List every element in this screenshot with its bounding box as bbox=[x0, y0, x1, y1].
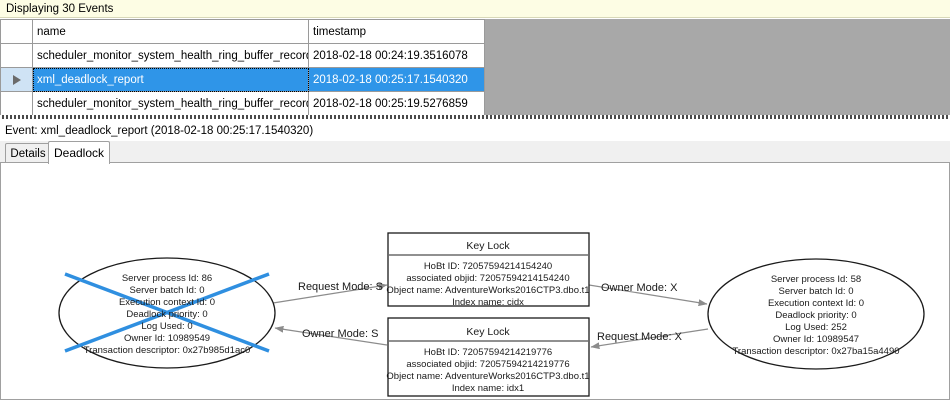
tab-deadlock-label: Deadlock bbox=[53, 146, 105, 160]
keylock-bottom-box[interactable] bbox=[387, 317, 590, 397]
edge-owner-x-label: Owner Mode: X bbox=[601, 282, 678, 294]
cell-name[interactable]: scheduler_monitor_system_health_ring_buf… bbox=[32, 91, 309, 116]
process-left-line-5: Log Used: 0 bbox=[141, 321, 192, 332]
table-row-selected[interactable]: xml_deadlock_report 2018-02-18 00:25:17.… bbox=[0, 67, 485, 92]
column-header-timestamp[interactable]: timestamp bbox=[308, 19, 485, 44]
table-row[interactable]: scheduler_monitor_system_health_ring_buf… bbox=[0, 91, 485, 116]
process-right-line-6: Owner Id: 10989547 bbox=[773, 334, 859, 345]
deadlock-victim-x-icon bbox=[64, 272, 270, 353]
edge-owner-s: Owner Mode: S bbox=[274, 325, 388, 346]
cell-name[interactable]: xml_deadlock_report bbox=[32, 67, 309, 92]
edge-request-x-label: Request Mode: X bbox=[597, 331, 683, 343]
table-row[interactable]: scheduler_monitor_system_health_ring_buf… bbox=[0, 43, 485, 68]
tab-details-label: Details bbox=[10, 147, 46, 160]
process-node-left[interactable]: Server process Id: 86 Server batch Id: 0… bbox=[58, 257, 276, 369]
process-right-line-1: Server process Id: 58 bbox=[771, 274, 861, 285]
event-detail-title: Event: xml_deadlock_report (2018-02-18 0… bbox=[5, 125, 314, 137]
keylock-bottom-line-4: Index name: idx1 bbox=[452, 383, 524, 394]
keylock-top-line-4: Index name: cidx bbox=[452, 297, 524, 308]
events-count-banner: Displaying 30 Events bbox=[0, 0, 950, 18]
process-right-line-5: Log Used: 252 bbox=[785, 322, 847, 333]
keylock-top-line-3: Object name: AdventureWorks2016CTP3.dbo.… bbox=[386, 285, 589, 296]
process-right-line-2: Server batch Id: 0 bbox=[779, 286, 854, 297]
process-right-line-3: Execution context Id: 0 bbox=[768, 298, 864, 309]
event-detail-header: Event: xml_deadlock_report (2018-02-18 0… bbox=[0, 121, 950, 141]
cell-name[interactable]: scheduler_monitor_system_health_ring_buf… bbox=[32, 43, 309, 68]
edge-owner-x: Owner Mode: X bbox=[588, 282, 708, 307]
keylock-bottom-line-2: associated objid: 72057594214219776 bbox=[406, 359, 569, 370]
tab-deadlock[interactable]: Deadlock bbox=[48, 141, 110, 164]
row-selector[interactable] bbox=[0, 43, 33, 68]
process-left-line-1: Server process Id: 86 bbox=[122, 273, 212, 284]
edge-request-s-label: Request Mode: S bbox=[298, 281, 383, 293]
detail-tabstrip: Details Deadlock bbox=[0, 141, 950, 164]
column-header-name[interactable]: name bbox=[32, 19, 309, 44]
keylock-top-box[interactable] bbox=[387, 232, 590, 307]
keylock-top-line-1: HoBt ID: 72057594214154240 bbox=[424, 261, 552, 272]
keylock-bottom-line-3: Object name: AdventureWorks2016CTP3.dbo.… bbox=[386, 371, 589, 382]
resource-node-keylock-bottom[interactable]: Key Lock HoBt ID: 72057594214219776 asso… bbox=[386, 317, 590, 397]
edge-request-s: Request Mode: S bbox=[272, 281, 388, 304]
keylock-top-title: Key Lock bbox=[466, 240, 510, 252]
keylock-bottom-line-1: HoBt ID: 72057594214219776 bbox=[424, 347, 552, 358]
keylock-bottom-title: Key Lock bbox=[466, 326, 510, 338]
row-selector[interactable] bbox=[0, 91, 33, 116]
process-left-line-7: Transaction descriptor: 0x27b985d1ac0 bbox=[84, 345, 251, 356]
process-node-right[interactable]: Server process Id: 58 Server batch Id: 0… bbox=[707, 258, 925, 370]
tab-details[interactable]: Details bbox=[5, 143, 51, 163]
events-count-label: Displaying 30 Events bbox=[6, 2, 114, 15]
tabstrip-baseline bbox=[0, 162, 950, 163]
deadlock-graph-canvas[interactable]: Request Mode: S Owner Mode: X Owner Mode… bbox=[0, 163, 950, 400]
edge-request-x: Request Mode: X bbox=[590, 328, 709, 350]
process-left-line-3: Execution context Id: 0 bbox=[119, 297, 215, 308]
process-left-line-4: Deadlock priority: 0 bbox=[126, 309, 207, 320]
column-header-selector[interactable] bbox=[0, 19, 33, 44]
resource-node-keylock-top[interactable]: Key Lock HoBt ID: 72057594214154240 asso… bbox=[386, 232, 590, 308]
process-left-line-2: Server batch Id: 0 bbox=[130, 285, 205, 296]
keylock-top-line-2: associated objid: 72057594214154240 bbox=[406, 273, 569, 284]
process-left-line-6: Owner Id: 10989549 bbox=[124, 333, 210, 344]
events-grid[interactable]: name timestamp scheduler_monitor_system_… bbox=[0, 19, 485, 116]
cell-timestamp[interactable]: 2018-02-18 00:25:17.1540320 bbox=[308, 67, 485, 92]
splitter-handle[interactable] bbox=[0, 115, 950, 119]
current-row-arrow-icon bbox=[12, 74, 21, 85]
row-selector[interactable] bbox=[0, 67, 33, 92]
events-grid-area: name timestamp scheduler_monitor_system_… bbox=[0, 19, 950, 119]
process-right-line-4: Deadlock priority: 0 bbox=[775, 310, 856, 321]
edge-owner-s-label: Owner Mode: S bbox=[302, 328, 378, 340]
process-ellipse-right[interactable] bbox=[707, 258, 925, 370]
table-header-row: name timestamp bbox=[0, 19, 485, 44]
cell-timestamp[interactable]: 2018-02-18 00:24:19.3516078 bbox=[308, 43, 485, 68]
cell-timestamp[interactable]: 2018-02-18 00:25:19.5276859 bbox=[308, 91, 485, 116]
process-right-line-7: Transaction descriptor: 0x27ba15a4490 bbox=[732, 346, 899, 357]
